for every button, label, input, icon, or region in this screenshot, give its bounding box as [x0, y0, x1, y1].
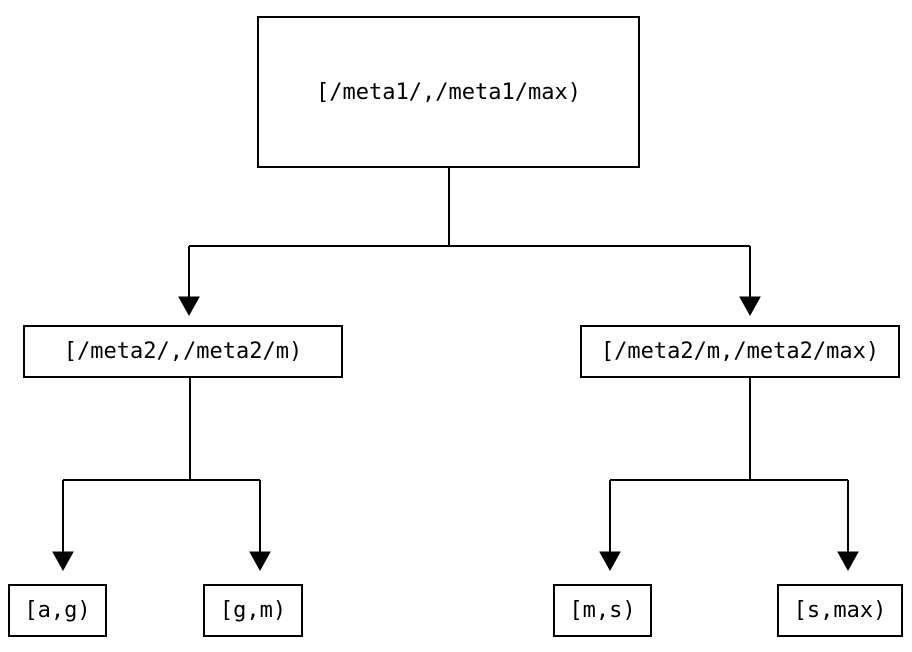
- node-leaf-ag-label: [a,g): [24, 598, 91, 623]
- edges-from-left-node: [52, 378, 271, 572]
- edges-from-right-node: [599, 378, 859, 572]
- arrowhead-to-leaf-gm: [249, 551, 271, 572]
- node-leaf-smax-label: [s,max): [793, 598, 887, 623]
- node-root: [/meta1/,/meta1/max): [257, 16, 640, 168]
- edges-from-root: [178, 168, 761, 317]
- node-leaf-ms-label: [m,s): [569, 598, 636, 623]
- node-right-subrange-label: [/meta2/m,/meta2/max): [600, 339, 880, 364]
- arrowhead-to-leaf-ms: [599, 551, 621, 572]
- node-right-subrange: [/meta2/m,/meta2/max): [580, 325, 900, 378]
- node-leaf-smax: [s,max): [777, 584, 903, 637]
- node-left-subrange: [/meta2/,/meta2/m): [23, 325, 343, 378]
- node-leaf-gm: [g,m): [203, 584, 303, 637]
- arrowhead-to-leaf-smax: [837, 551, 859, 572]
- arrowhead-to-right-node: [739, 296, 761, 317]
- arrowhead-to-left-node: [178, 296, 200, 317]
- node-root-label: [/meta1/,/meta1/max): [316, 79, 581, 105]
- node-leaf-gm-label: [g,m): [219, 598, 287, 623]
- arrowhead-to-leaf-ag: [52, 551, 74, 572]
- node-leaf-ms: [m,s): [553, 584, 652, 637]
- node-left-subrange-label: [/meta2/,/meta2/m): [63, 339, 303, 364]
- node-leaf-ag: [a,g): [8, 584, 107, 637]
